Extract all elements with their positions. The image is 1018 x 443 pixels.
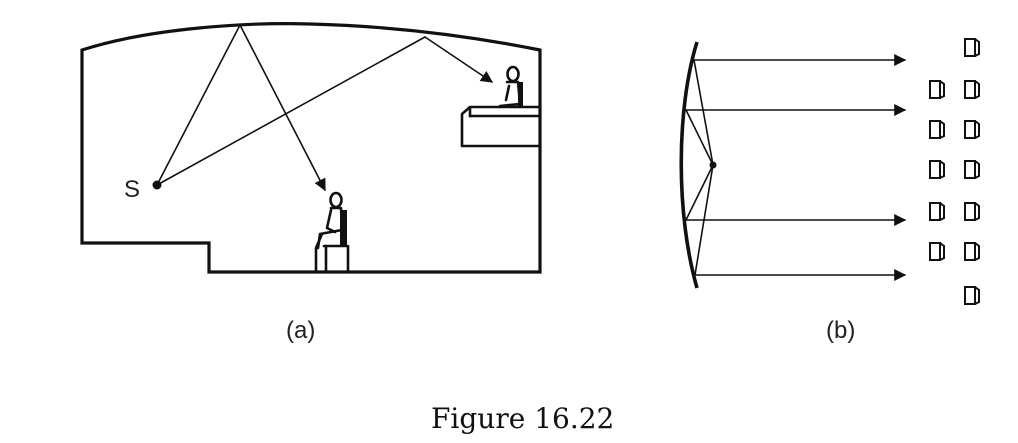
panel-a-label: (a) <box>286 317 315 344</box>
panel-b-reflector <box>679 38 980 305</box>
balcony <box>460 105 542 148</box>
panel-b-label: (b) <box>826 317 855 344</box>
source-label: S <box>124 176 140 203</box>
seat-icon <box>964 286 980 305</box>
seat-icon <box>964 242 980 261</box>
focus-rays <box>685 59 714 276</box>
sound-rays-a <box>156 24 493 192</box>
seated-listener-icon <box>314 191 350 274</box>
panel-a-hall: S <box>80 22 542 274</box>
seat-icon <box>929 242 945 261</box>
seat-icon <box>964 202 980 221</box>
seat-icon <box>964 38 980 57</box>
hall-outline <box>80 22 542 274</box>
seat-icon <box>929 120 945 139</box>
ray-ceiling-to-balcony <box>424 36 493 83</box>
curved-reflector <box>679 41 699 289</box>
ray-s-to-ceiling-2 <box>156 36 426 186</box>
balcony-listener-icon <box>498 65 523 108</box>
parallel-rays <box>685 54 907 281</box>
seat-icon <box>929 160 945 179</box>
figure-caption: Figure 16.22 <box>431 402 614 435</box>
seat-icon <box>929 202 945 221</box>
seat-icon <box>964 120 980 139</box>
seat-icon <box>929 80 945 99</box>
ray-ceiling-to-listener <box>239 24 326 192</box>
ray-s-to-ceiling-1 <box>156 24 241 186</box>
seat-icon <box>964 80 980 99</box>
seat-icon <box>964 160 980 179</box>
audience-seats <box>929 38 980 305</box>
